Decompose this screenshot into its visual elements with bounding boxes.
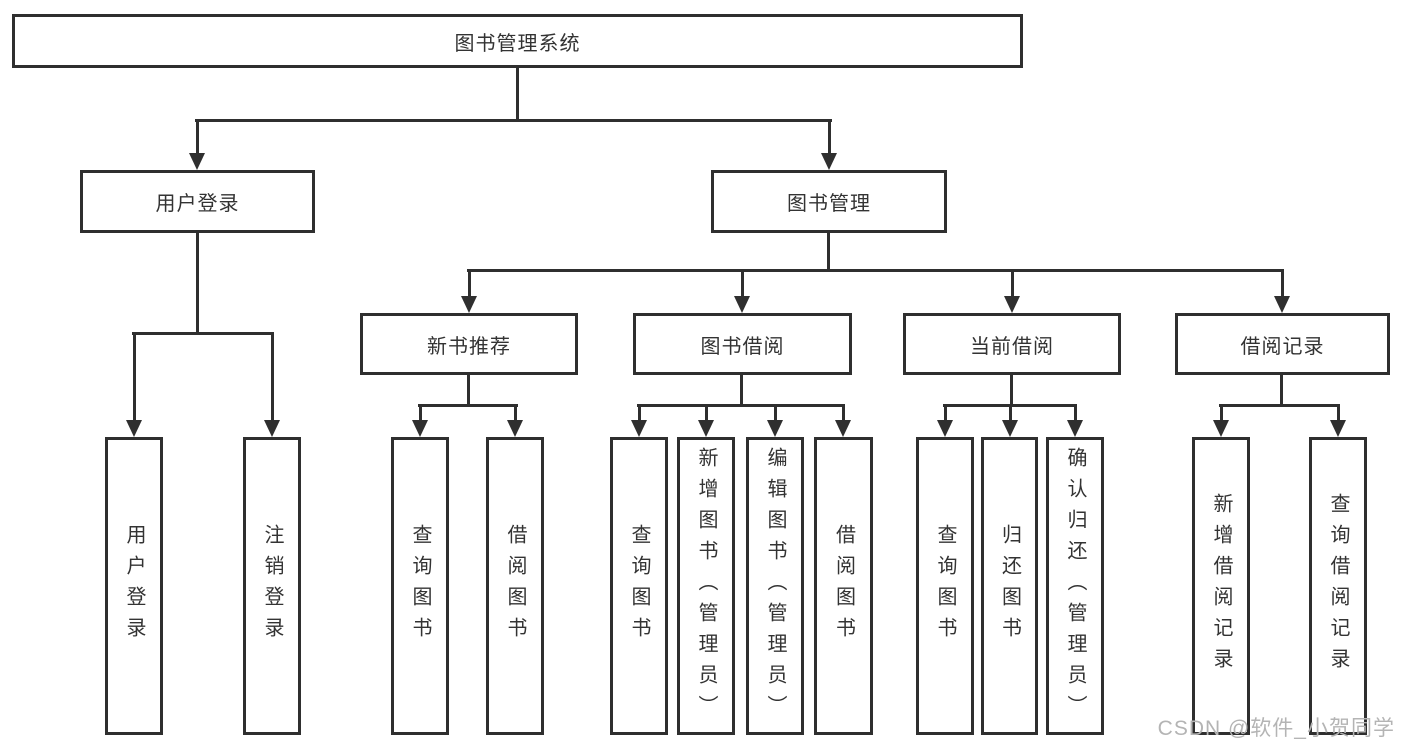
arrow-down-icon bbox=[937, 420, 953, 437]
arrow-down-icon bbox=[631, 420, 647, 437]
connector-line bbox=[195, 119, 832, 122]
connector-arrow-shaft bbox=[419, 404, 422, 420]
connector-arrow-shaft bbox=[944, 404, 947, 420]
node-root: 图书管理系统 bbox=[12, 14, 1023, 68]
connector-arrow-shaft bbox=[638, 404, 641, 420]
connector-line bbox=[196, 232, 199, 335]
node-bb-edit-books: 编辑图书（管理员） bbox=[746, 437, 804, 735]
connector-arrow-shaft bbox=[1220, 404, 1223, 420]
arrow-down-icon bbox=[1067, 420, 1083, 437]
connector-arrow-shaft bbox=[1009, 404, 1012, 420]
node-cb-confirm-return-label: 确认归还（管理员） bbox=[1064, 446, 1086, 726]
node-br-add-record-label: 新增借阅记录 bbox=[1210, 493, 1232, 679]
arrow-down-icon bbox=[821, 153, 837, 170]
node-new-book-recommendation-label: 新书推荐 bbox=[427, 335, 511, 358]
node-cb-confirm-return: 确认归还（管理员） bbox=[1046, 437, 1104, 735]
connector-arrow-shaft bbox=[842, 404, 845, 420]
connector-arrow-shaft bbox=[514, 404, 517, 420]
node-new-book-recommendation: 新书推荐 bbox=[360, 313, 578, 375]
node-leaf-logout-label: 注销登录 bbox=[261, 524, 283, 648]
connector-line bbox=[467, 374, 470, 407]
node-nbr-borrow-books: 借阅图书 bbox=[486, 437, 544, 735]
connector-line bbox=[132, 332, 274, 335]
node-borrowing-records: 借阅记录 bbox=[1175, 313, 1390, 375]
arrow-down-icon bbox=[507, 420, 523, 437]
connector-line bbox=[516, 68, 519, 122]
connector-arrow-shaft bbox=[741, 269, 744, 296]
node-user-login-label: 用户登录 bbox=[155, 193, 240, 215]
node-leaf-user-login: 用户登录 bbox=[105, 437, 163, 735]
node-bb-query-books: 查询图书 bbox=[610, 437, 668, 735]
connector-arrow-shaft bbox=[1281, 269, 1284, 296]
connector-arrow-shaft bbox=[1011, 269, 1014, 296]
connector-line bbox=[740, 374, 743, 407]
connector-line bbox=[637, 404, 845, 407]
node-bb-edit-books-label: 编辑图书（管理员） bbox=[764, 446, 786, 726]
arrow-down-icon bbox=[734, 296, 750, 313]
connector-arrow-shaft bbox=[774, 404, 777, 420]
connector-line bbox=[418, 404, 518, 407]
connector-arrow-shaft bbox=[196, 119, 199, 153]
connector-arrow-shaft bbox=[1074, 404, 1077, 420]
arrow-down-icon bbox=[767, 420, 783, 437]
node-book-borrowing: 图书借阅 bbox=[633, 313, 852, 375]
node-book-borrowing-label: 图书借阅 bbox=[700, 335, 785, 358]
node-bb-query-books-label: 查询图书 bbox=[628, 524, 650, 648]
node-cb-query-books-label: 查询图书 bbox=[934, 524, 956, 648]
node-cb-return-books: 归还图书 bbox=[981, 437, 1038, 735]
connector-arrow-shaft bbox=[828, 119, 831, 153]
connector-line bbox=[1219, 404, 1340, 407]
node-br-add-record: 新增借阅记录 bbox=[1192, 437, 1250, 735]
node-leaf-user-login-label: 用户登录 bbox=[123, 524, 145, 648]
connector-line bbox=[1280, 374, 1283, 407]
arrow-down-icon bbox=[189, 153, 205, 170]
node-leaf-logout: 注销登录 bbox=[243, 437, 301, 735]
node-cb-query-books: 查询图书 bbox=[916, 437, 974, 735]
connector-line bbox=[1010, 374, 1013, 407]
connector-arrow-shaft bbox=[705, 404, 708, 420]
node-br-query-record-label: 查询借阅记录 bbox=[1327, 493, 1349, 679]
arrow-down-icon bbox=[461, 296, 477, 313]
connector-arrow-shaft bbox=[468, 269, 471, 296]
node-current-borrowing-label: 当前借阅 bbox=[970, 335, 1054, 358]
arrow-down-icon bbox=[835, 420, 851, 437]
arrow-down-icon bbox=[1002, 420, 1018, 437]
node-bb-borrow-books: 借阅图书 bbox=[814, 437, 873, 735]
node-borrowing-records-label: 借阅记录 bbox=[1240, 335, 1325, 358]
node-current-borrowing: 当前借阅 bbox=[903, 313, 1121, 375]
node-cb-return-books-label: 归还图书 bbox=[998, 524, 1021, 648]
node-root-label: 图书管理系统 bbox=[454, 32, 581, 55]
arrow-down-icon bbox=[1330, 420, 1346, 437]
arrow-down-icon bbox=[1004, 296, 1020, 313]
arrow-down-icon bbox=[698, 420, 714, 437]
node-bb-add-books-label: 新增图书（管理员） bbox=[695, 446, 717, 726]
connector-arrow-shaft bbox=[271, 332, 274, 420]
connector-arrow-shaft bbox=[133, 332, 136, 420]
arrow-down-icon bbox=[1213, 420, 1229, 437]
arrow-down-icon bbox=[126, 420, 142, 437]
connector-arrow-shaft bbox=[1337, 404, 1340, 420]
node-user-login: 用户登录 bbox=[80, 170, 315, 233]
node-book-management: 图书管理 bbox=[711, 170, 947, 233]
arrow-down-icon bbox=[1274, 296, 1290, 313]
connector-line bbox=[467, 269, 1284, 272]
connector-line bbox=[827, 232, 830, 272]
arrow-down-icon bbox=[264, 420, 280, 437]
node-bb-borrow-books-label: 借阅图书 bbox=[832, 524, 855, 648]
arrow-down-icon bbox=[412, 420, 428, 437]
node-nbr-query-books: 查询图书 bbox=[391, 437, 449, 735]
node-book-management-label: 图书管理 bbox=[787, 193, 871, 215]
node-br-query-record: 查询借阅记录 bbox=[1309, 437, 1367, 735]
node-nbr-borrow-books-label: 借阅图书 bbox=[504, 524, 526, 648]
node-nbr-query-books-label: 查询图书 bbox=[409, 524, 431, 648]
node-bb-add-books: 新增图书（管理员） bbox=[677, 437, 735, 735]
csdn-watermark: CSDN @软件_小贺同学 bbox=[1157, 717, 1395, 740]
